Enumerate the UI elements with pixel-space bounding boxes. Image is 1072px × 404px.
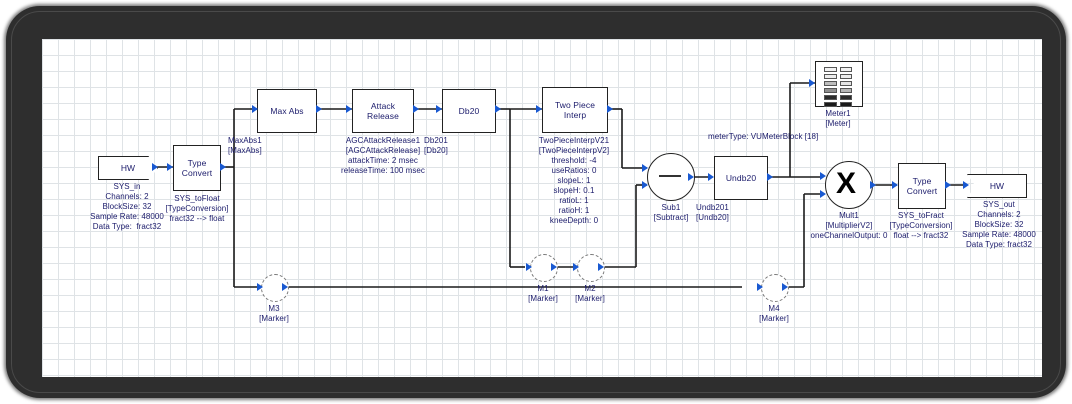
meter1-input-port[interactable] [809,79,815,87]
m3-input-port[interactable] [257,283,263,291]
sub1-input-port-b[interactable] [642,181,648,189]
sys-out-caption: SYS_out Channels: 2 BlockSize: 32 Sample… [962,200,1036,249]
sys-out-title: HW [989,181,1005,191]
agc-attack-release1-caption: AGCAttackRelease1 [AGCAttackRelease] att… [341,136,425,175]
sys-tofract-shape[interactable]: Type Convert [898,163,946,209]
undb201-input-port[interactable] [708,173,714,181]
mult1-input-port-b[interactable] [820,190,826,198]
maxabs1-title: Max Abs [270,105,304,116]
sys-out-input-port[interactable] [963,181,969,189]
m2-shape[interactable] [577,254,605,282]
sys-tofract-output-port[interactable] [945,181,951,189]
multiply-icon: X [836,167,857,200]
m4-caption: M4 [Marker] [759,304,789,323]
undb201-caption: Undb201 [Undb20] [696,203,729,222]
mult1-input-port-a[interactable] [820,172,826,180]
sub1-caption: Sub1 [Subtract] [653,203,689,222]
mult1-output-port[interactable] [870,181,876,189]
diagram-canvas[interactable]: HW SYS_in Channels: 2 BlockSize: 32 Samp… [42,39,1042,377]
meter1-shape[interactable] [815,61,863,107]
meter1-metertype: meterType: VUMeterBlock [18] [708,132,819,141]
agc-attack-release1-input-port[interactable] [346,105,352,113]
m2-output-port[interactable] [598,263,604,271]
twopieceinterp1-caption: TwoPieceInterpV21 [TwoPieceInterpV2] thr… [538,136,610,225]
db201-caption: Db201 [Db20] [424,136,448,155]
undb201-title: Undb20 [725,172,757,183]
minus-icon [659,175,681,177]
undb201-shape[interactable]: Undb20 [714,156,768,200]
agc-attack-release1-shape[interactable]: Attack Release [352,89,414,133]
mult1-caption: Mult1 [MultiplierV2] oneChannelOutput: 0 [810,211,888,240]
twopieceinterp1-title: Two Piece Interp [554,99,596,120]
maxabs1-output-port[interactable] [316,105,322,113]
m2-input-port[interactable] [573,263,579,271]
sys-in-caption: SYS_in Channels: 2 BlockSize: 32 Sample … [90,182,164,231]
twopieceinterp1-output-port[interactable] [607,105,613,113]
m1-caption: M1 [Marker] [528,284,558,303]
m4-output-port[interactable] [782,283,788,291]
sys-out-shape[interactable]: HW [967,174,1027,198]
sys-tofract-title: Type Convert [906,175,938,196]
sys-tofract-input-port[interactable] [892,181,898,189]
maxabs1-caption: MaxAbs1 [MaxAbs] [228,136,262,155]
m2-caption: M2 [Marker] [575,284,605,303]
db201-input-port[interactable] [436,105,442,113]
twopieceinterp1-shape[interactable]: Two Piece Interp [542,87,608,133]
twopieceinterp1-input-port[interactable] [536,105,542,113]
maxabs1-shape[interactable]: Max Abs [257,89,317,133]
sys-tofloat-shape[interactable]: Type Convert [173,145,221,191]
sub1-output-port[interactable] [688,173,694,181]
maxabs1-input-port[interactable] [252,105,258,113]
db201-title: Db20 [458,105,480,116]
sys-in-output-port[interactable] [152,163,158,171]
mult1-shape[interactable] [825,161,873,209]
sys-in-shape[interactable]: HW [98,156,158,180]
m4-input-port[interactable] [757,283,763,291]
device-frame: HW SYS_in Channels: 2 BlockSize: 32 Samp… [6,6,1066,398]
block-diagram: HW SYS_in Channels: 2 BlockSize: 32 Samp… [42,39,1042,377]
m1-output-port[interactable] [551,263,557,271]
agc-attack-release1-title: Attack Release [367,100,399,121]
m1-input-port[interactable] [526,263,532,271]
vu-meter-icon [824,67,852,107]
sys-tofloat-title: Type Convert [181,157,213,178]
m3-output-port[interactable] [282,283,288,291]
sys-tofract-caption: SYS_toFract [TypeConversion] float --> f… [889,211,953,240]
agc-attack-release1-output-port[interactable] [413,105,419,113]
sys-in-title: HW [120,163,136,173]
undb201-output-port[interactable] [767,173,773,181]
sys-tofloat-output-port[interactable] [220,163,226,171]
m3-caption: M3 [Marker] [259,304,289,323]
db201-shape[interactable]: Db20 [442,89,496,133]
sys-tofloat-caption: SYS_toFloat [TypeConversion] fract32 -->… [165,194,229,223]
sys-tofloat-input-port[interactable] [167,163,173,171]
sub1-shape[interactable] [647,153,695,201]
db201-output-port[interactable] [495,105,501,113]
meter1-caption: Meter1 [Meter] [825,109,851,128]
sub1-input-port-a[interactable] [642,164,648,172]
